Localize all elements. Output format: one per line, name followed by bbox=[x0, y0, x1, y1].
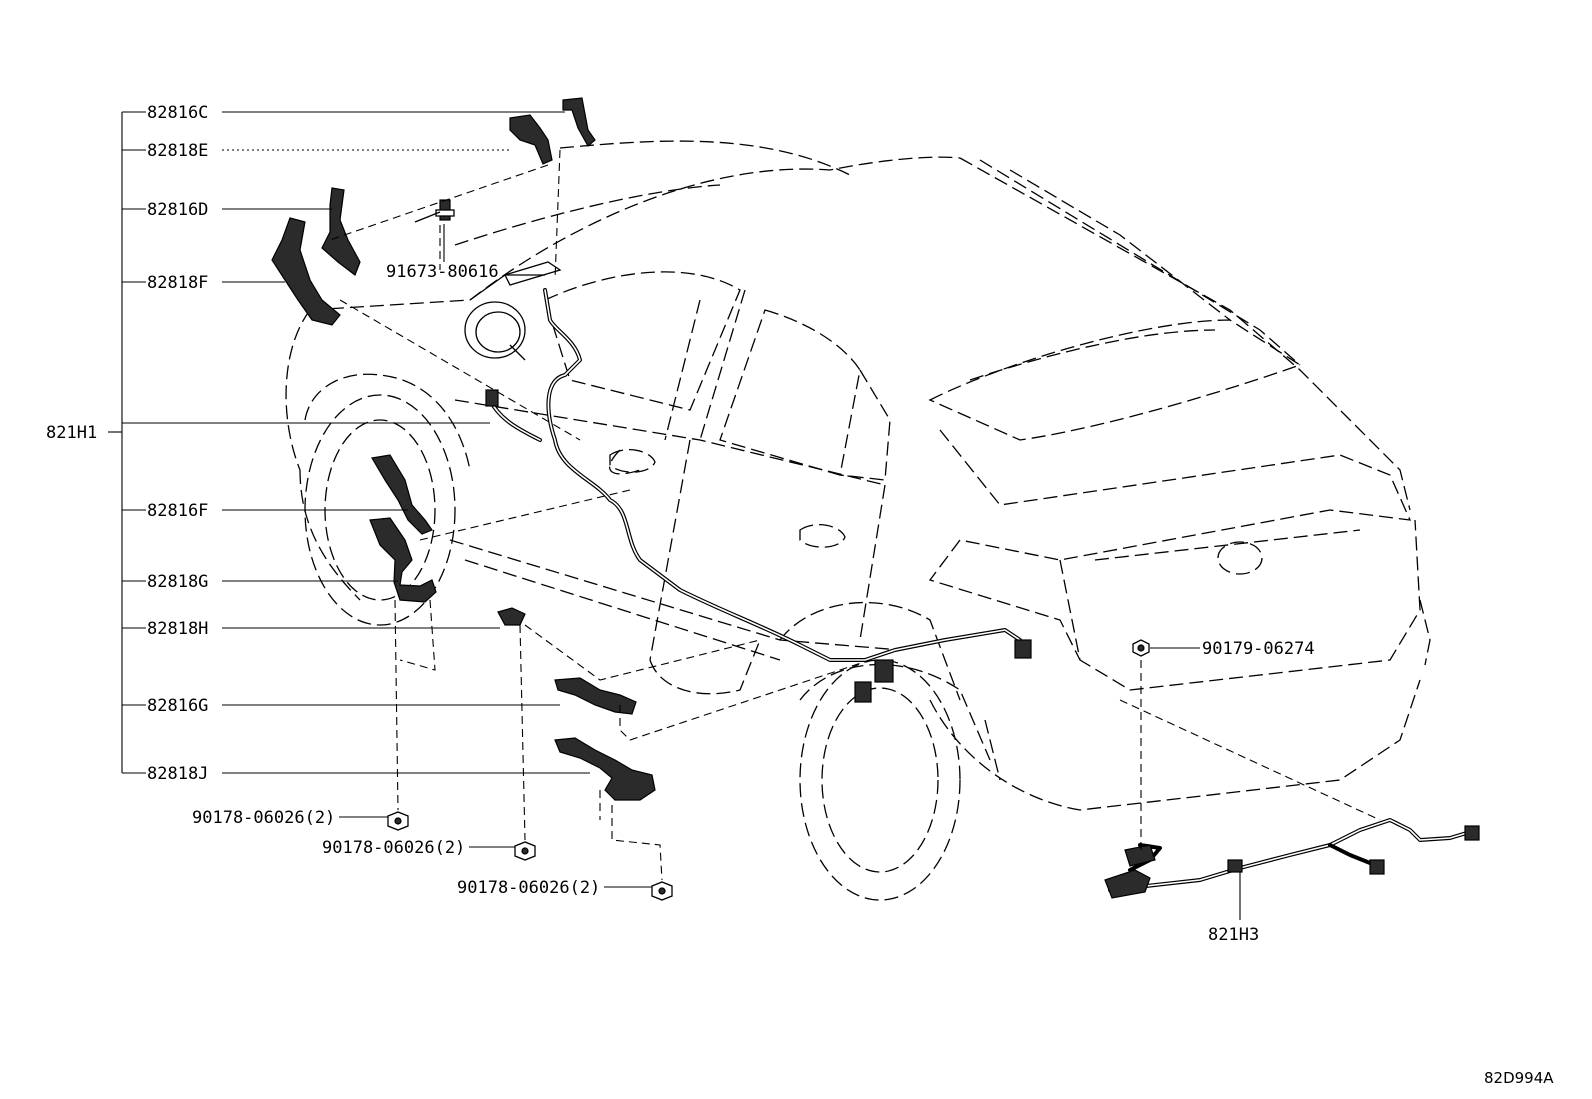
assembly-guide-lines bbox=[329, 149, 1381, 881]
callout-82818J: 82818J bbox=[147, 764, 208, 784]
callout-82818E: 82818E bbox=[147, 141, 208, 161]
callout-nut-1: 90178-06026(2) bbox=[192, 808, 335, 828]
nut-icon bbox=[651, 881, 673, 901]
bolt-icon bbox=[414, 199, 455, 223]
part-82818E bbox=[509, 114, 553, 165]
vehicle-body-outline bbox=[285, 140, 1431, 901]
callout-82818H: 82818H bbox=[147, 619, 208, 639]
fasteners bbox=[387, 199, 1150, 901]
nut-icon bbox=[387, 811, 409, 831]
callout-82818G: 82818G bbox=[147, 572, 208, 592]
part-82818J bbox=[554, 737, 656, 801]
drawing-number: 82D994A bbox=[1484, 1069, 1554, 1087]
clip-icon bbox=[1132, 639, 1150, 657]
callout-82816D: 82816D bbox=[147, 200, 208, 220]
wire-harness-821H1 bbox=[485, 288, 1032, 703]
part-82816C bbox=[562, 97, 596, 147]
callout-82818F: 82818F bbox=[147, 273, 208, 293]
callout-821H1: 821H1 bbox=[46, 423, 97, 443]
callout-82816F: 82816F bbox=[147, 501, 208, 521]
part-82816D bbox=[321, 187, 361, 276]
callout-82816C: 82816C bbox=[147, 103, 208, 123]
part-82816F bbox=[371, 454, 433, 535]
callout-nut-3: 90178-06026(2) bbox=[457, 878, 600, 898]
callout-clip-rear: 90179-06274 bbox=[1202, 639, 1315, 659]
part-82816G bbox=[554, 677, 637, 715]
part-82818G bbox=[369, 517, 437, 603]
nut-icon bbox=[514, 841, 536, 861]
part-82818F bbox=[271, 217, 341, 326]
callout-nut-2: 90178-06026(2) bbox=[322, 838, 465, 858]
wire-harness-821H3 bbox=[1104, 818, 1480, 899]
part-82818H bbox=[497, 607, 526, 626]
callout-821H3: 821H3 bbox=[1208, 925, 1259, 945]
harness-protectors bbox=[271, 97, 656, 801]
callout-leaders bbox=[108, 111, 1241, 920]
callout-82816G: 82816G bbox=[147, 696, 208, 716]
callout-bolt: 91673-80616 bbox=[386, 262, 499, 282]
callout-labels: 82816C 82818E 82816D 82818F 82816F 82818… bbox=[46, 103, 1554, 1087]
